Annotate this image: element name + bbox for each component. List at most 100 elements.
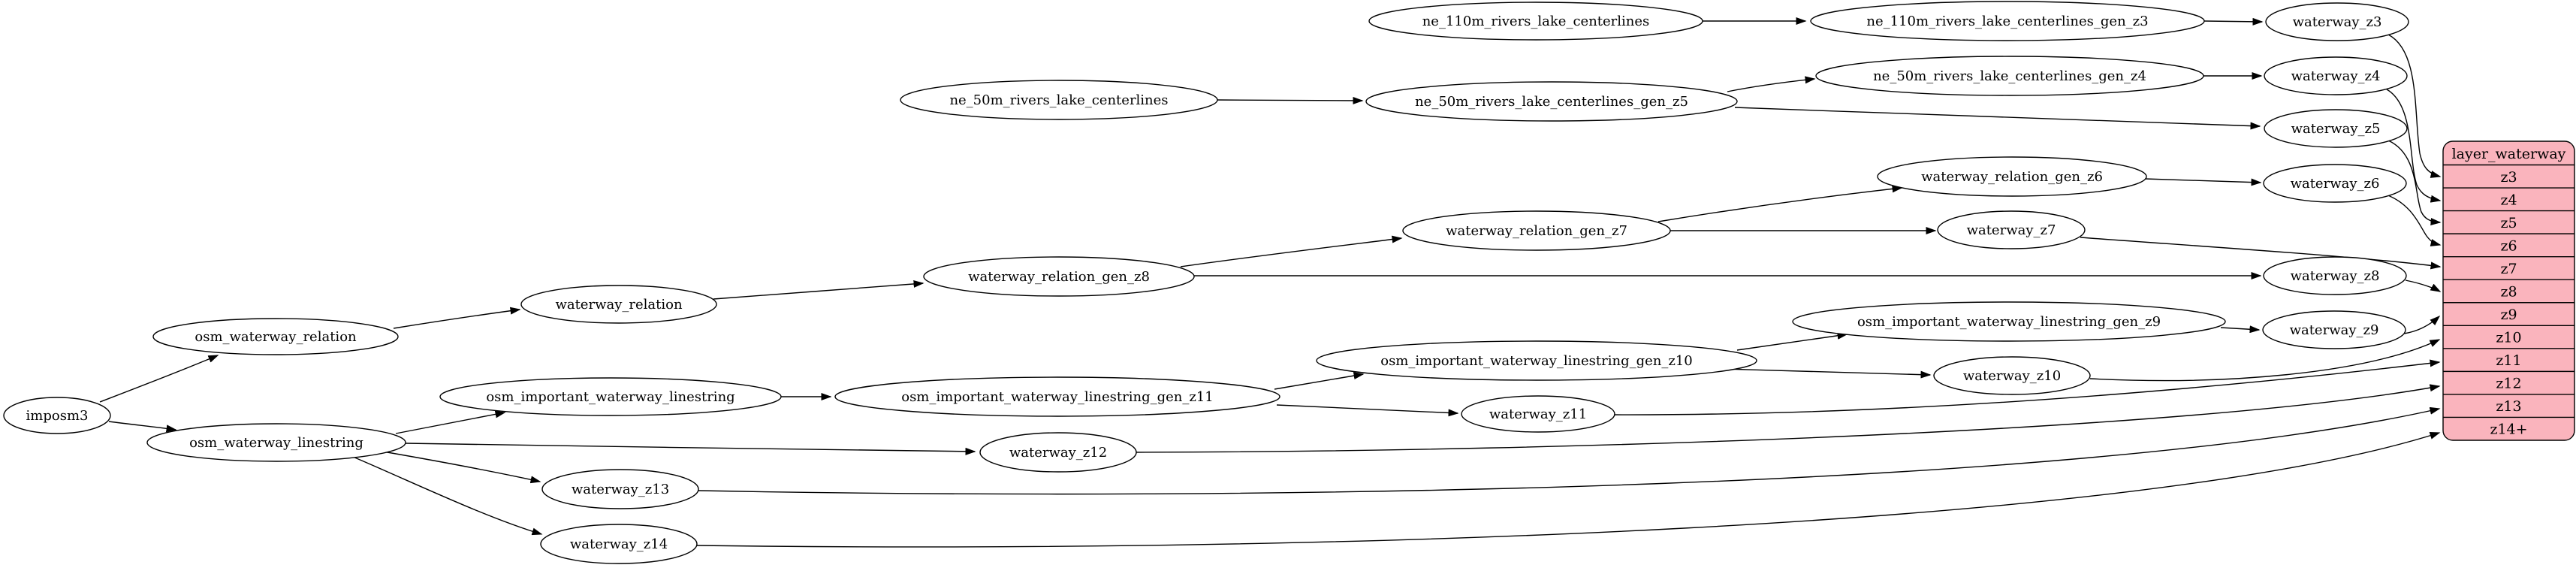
edge-ne_50m_rivers_lake_centerlines_gen_z5-to-waterway_z5 — [1734, 107, 2261, 130]
node-label-osm_important_waterway_linestring_gen_z11: osm_important_waterway_linestring_gen_z1… — [901, 389, 1214, 405]
node-label-osm_waterway_linestring: osm_waterway_linestring — [189, 435, 363, 451]
edge-waterway_relation-to-waterway_relation_gen_z8 — [713, 279, 925, 300]
edge-waterway_z14-to-layer_z14 — [696, 432, 2441, 548]
node-label-osm_important_waterway_linestring_gen_z9: osm_important_waterway_linestring_gen_z9 — [1857, 314, 2161, 330]
table-row-layer_z10: z10 — [2496, 330, 2521, 346]
node-label-waterway_z14: waterway_z14 — [570, 536, 668, 552]
table-row-layer_z12: z12 — [2496, 376, 2521, 392]
edge-osm_important_waterway_linestring_gen_z11-to-waterway_z11 — [1276, 404, 1459, 417]
edge-waterway_z13-to-layer_z13 — [698, 406, 2441, 495]
node-waterway_relation: waterway_relation — [520, 285, 717, 324]
edge-osm_important_waterway_linestring_gen_z10-to-waterway_z10 — [1723, 368, 1932, 379]
node-label-ne_50m_rivers_lake_centerlines_gen_z5: ne_50m_rivers_lake_centerlines_gen_z5 — [1415, 94, 1688, 110]
edge-osm_waterway_linestring-to-waterway_z13 — [382, 451, 541, 484]
table-row-label-layer_z10: z10 — [2496, 330, 2521, 346]
edge-waterway_z5-to-layer_z5 — [2387, 140, 2442, 226]
table-row-layer_z8: z8 — [2500, 283, 2517, 300]
edge-osm_important_waterway_linestring_gen_z9-to-waterway_z9 — [2220, 325, 2261, 334]
table-row-label-layer_z13: z13 — [2496, 398, 2521, 415]
edge-osm_waterway_linestring-to-osm_important_waterway_linestring — [395, 410, 506, 434]
table-layer_waterway: layer_waterway z3 z4 z5 z6 z7 z8 z9 z10 z11 z12 z13… — [2442, 140, 2575, 441]
node-label-waterway_z3: waterway_z3 — [2293, 14, 2382, 30]
edge-waterway_z7-to-layer_z7 — [2080, 237, 2442, 270]
edge-waterway_z10-to-layer_z10 — [2089, 339, 2441, 382]
edge-waterway_z11-to-layer_z11 — [1614, 359, 2441, 415]
node-waterway_z8: waterway_z8 — [2263, 256, 2407, 295]
node-ne_110m_rivers_lake_centerlines: ne_110m_rivers_lake_centerlines — [1368, 2, 1703, 41]
node-label-ne_50m_rivers_lake_centerlines: ne_50m_rivers_lake_centerlines — [949, 92, 1168, 108]
node-waterway_z6: waterway_z6 — [2263, 164, 2407, 203]
node-imposm3: imposm3 — [3, 397, 111, 434]
table-row-label-layer_z5: z5 — [2500, 215, 2517, 231]
node-label-waterway_z13: waterway_z13 — [572, 482, 669, 497]
table-row-layer_z4: z4 — [2500, 192, 2517, 208]
node-ne_50m_rivers_lake_centerlines: ne_50m_rivers_lake_centerlines — [900, 80, 1218, 120]
node-label-ne_110m_rivers_lake_centerlines_gen_z3: ne_110m_rivers_lake_centerlines_gen_z3 — [1866, 14, 2148, 29]
table-row-layer_z7: z7 — [2500, 261, 2517, 277]
edge-ne_50m_rivers_lake_centerlines_gen_z5-to-ne_50m_rivers_lake_centerlines_gen_z4 — [1727, 76, 1816, 92]
edge-osm_waterway_linestring-to-waterway_z12 — [405, 443, 976, 455]
edge-osm_waterway_relation-to-waterway_relation — [393, 307, 521, 329]
node-waterway_z11: waterway_z11 — [1461, 395, 1615, 433]
edge-osm_waterway_linestring-to-waterway_z14 — [352, 456, 543, 536]
node-label-waterway_relation_gen_z6: waterway_relation_gen_z6 — [1921, 169, 2103, 185]
node-osm_important_waterway_linestring: osm_important_waterway_linestring — [439, 377, 782, 416]
table-row-label-layer_z14: z14+ — [2490, 421, 2527, 438]
table-row-layer_z14: z14+ — [2490, 421, 2527, 438]
node-label-waterway_z12: waterway_z12 — [1009, 445, 1107, 461]
edge-waterway_relation_gen_z8-to-waterway_relation_gen_z7 — [1180, 235, 1403, 267]
table-row-label-layer_z4: z4 — [2500, 192, 2517, 208]
node-waterway_z3: waterway_z3 — [2265, 2, 2409, 41]
table-row-layer_z13: z13 — [2496, 398, 2521, 415]
node-label-waterway_z6: waterway_z6 — [2291, 176, 2380, 192]
table-title: layer_waterway — [2452, 146, 2566, 162]
table-row-label-layer_z12: z12 — [2496, 376, 2521, 392]
node-label-waterway_z5: waterway_z5 — [2291, 121, 2381, 137]
node-waterway_relation_gen_z8: waterway_relation_gen_z8 — [923, 256, 1195, 297]
node-waterway_relation_gen_z6: waterway_relation_gen_z6 — [1877, 156, 2147, 197]
node-label-imposm3: imposm3 — [26, 408, 89, 424]
node-osm_waterway_linestring: osm_waterway_linestring — [146, 423, 406, 462]
table-row-label-layer_z7: z7 — [2500, 261, 2517, 277]
table-row-layer_z9: z9 — [2500, 307, 2517, 323]
edge-osm_important_waterway_linestring_gen_z11-to-osm_important_waterway_linestring_gen_z10 — [1274, 372, 1365, 390]
node-osm_important_waterway_linestring_gen_z10: osm_important_waterway_linestring_gen_z1… — [1316, 340, 1757, 381]
node-waterway_z10: waterway_z10 — [1933, 356, 2091, 395]
node-waterway_relation_gen_z7: waterway_relation_gen_z7 — [1402, 210, 1671, 251]
node-waterway_z5: waterway_z5 — [2264, 109, 2408, 148]
node-label-waterway_relation: waterway_relation — [555, 297, 683, 313]
node-ne_110m_rivers_lake_centerlines_gen_z3: ne_110m_rivers_lake_centerlines_gen_z3 — [1810, 1, 2205, 41]
node-label-waterway_z7: waterway_z7 — [1967, 222, 2056, 238]
node-label-osm_important_waterway_linestring_gen_z10: osm_important_waterway_linestring_gen_z1… — [1380, 353, 1693, 369]
node-label-waterway_z10: waterway_z10 — [1963, 368, 2061, 384]
table-row-layer_z11: z11 — [2496, 352, 2521, 369]
node-waterway_z13: waterway_z13 — [541, 469, 699, 509]
edge-imposm3-to-osm_waterway_linestring — [108, 421, 177, 433]
node-label-waterway_z8: waterway_z8 — [2291, 268, 2380, 284]
node-waterway_z12: waterway_z12 — [979, 432, 1137, 473]
node-label-waterway_relation_gen_z8: waterway_relation_gen_z8 — [968, 269, 1150, 285]
table-row-label-layer_z11: z11 — [2496, 352, 2521, 369]
table-row-layer_z5: z5 — [2500, 215, 2517, 231]
node-label-waterway_relation_gen_z7: waterway_relation_gen_z7 — [1446, 223, 1627, 239]
node-label-osm_waterway_relation: osm_waterway_relation — [195, 329, 357, 345]
edge-osm_important_waterway_linestring_gen_z10-to-osm_important_waterway_linestring_gen_z9 — [1736, 331, 1848, 351]
node-label-waterway_z9: waterway_z9 — [2290, 322, 2379, 338]
node-label-osm_important_waterway_linestring: osm_important_waterway_linestring — [486, 389, 734, 405]
node-ne_50m_rivers_lake_centerlines_gen_z4: ne_50m_rivers_lake_centerlines_gen_z4 — [1815, 56, 2204, 96]
edge-waterway_z9-to-layer_z9 — [2403, 315, 2441, 334]
table-row-label-layer_z9: z9 — [2500, 307, 2517, 323]
node-label-waterway_z4: waterway_z4 — [2291, 68, 2381, 84]
edge-waterway_z12-to-layer_z12 — [1136, 384, 2441, 453]
node-osm_important_waterway_linestring_gen_z9: osm_important_waterway_linestring_gen_z9 — [1792, 301, 2226, 342]
edge-waterway_z8-to-layer_z8 — [2405, 279, 2442, 292]
node-osm_waterway_relation: osm_waterway_relation — [152, 318, 399, 355]
edge-waterway_relation_gen_z7-to-waterway_relation_gen_z6 — [1658, 185, 1903, 222]
table-row-label-layer_z3: z3 — [2500, 169, 2517, 186]
node-label-ne_50m_rivers_lake_centerlines_gen_z4: ne_50m_rivers_lake_centerlines_gen_z4 — [1873, 68, 2146, 84]
table-row-label-layer_z6: z6 — [2500, 237, 2517, 254]
edge-ne_110m_rivers_lake_centerlines_gen_z3-to-waterway_z3 — [2203, 17, 2264, 26]
node-waterway_z4: waterway_z4 — [2264, 56, 2408, 95]
